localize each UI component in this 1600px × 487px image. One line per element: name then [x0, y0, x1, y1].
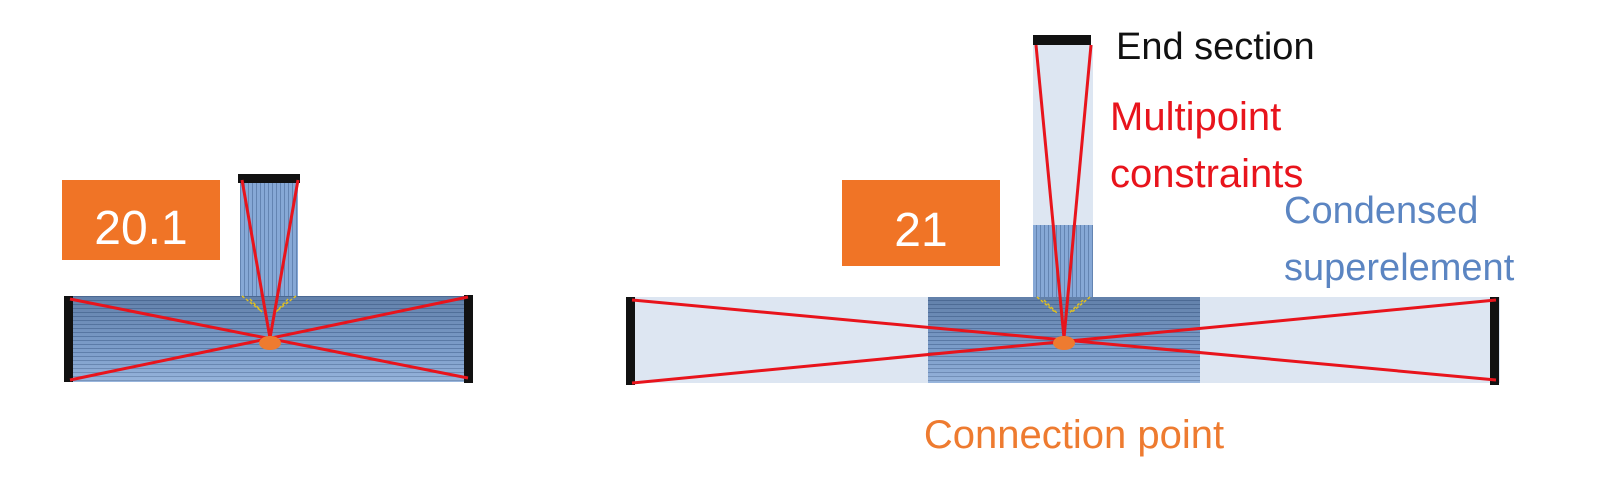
- end-section-top-21: [1033, 35, 1091, 45]
- condensed-main-left: [632, 297, 932, 383]
- version-label-20-1: 20.1: [94, 202, 187, 255]
- multipoint-constraints-label-1: Multipoint: [1110, 95, 1281, 139]
- branch-mesh-21: [1033, 225, 1093, 300]
- junction-detail-20-1: [241, 295, 297, 313]
- end-section-label: End section: [1116, 26, 1315, 68]
- multipoint-constraints-label-2: constraints: [1110, 152, 1303, 196]
- connection-point-21: [1053, 336, 1075, 350]
- junction-detail-21: [1036, 296, 1091, 315]
- end-section-right-20-1: [464, 295, 473, 383]
- diagram-v21: 21 End section Multipoint constraints Co…: [626, 26, 1515, 457]
- version-badge-20-1: [62, 180, 220, 260]
- version-label-21: 21: [894, 204, 947, 257]
- end-section-left-20-1: [64, 296, 73, 382]
- diagram-v20-1: 20.1: [62, 174, 473, 383]
- condensed-superelement-label-1: Condensed: [1284, 190, 1478, 232]
- end-section-top-20-1: [238, 174, 300, 183]
- version-badge-21: [842, 180, 1000, 266]
- end-section-left-21: [626, 297, 635, 385]
- end-section-right-21: [1490, 297, 1499, 385]
- condensed-main-right: [1200, 297, 1500, 383]
- branch-mesh-20-1: [240, 178, 298, 298]
- connection-point-label: Connection point: [924, 413, 1224, 457]
- connection-point-20-1: [259, 336, 281, 350]
- condensed-superelement-label-2: superelement: [1284, 247, 1515, 289]
